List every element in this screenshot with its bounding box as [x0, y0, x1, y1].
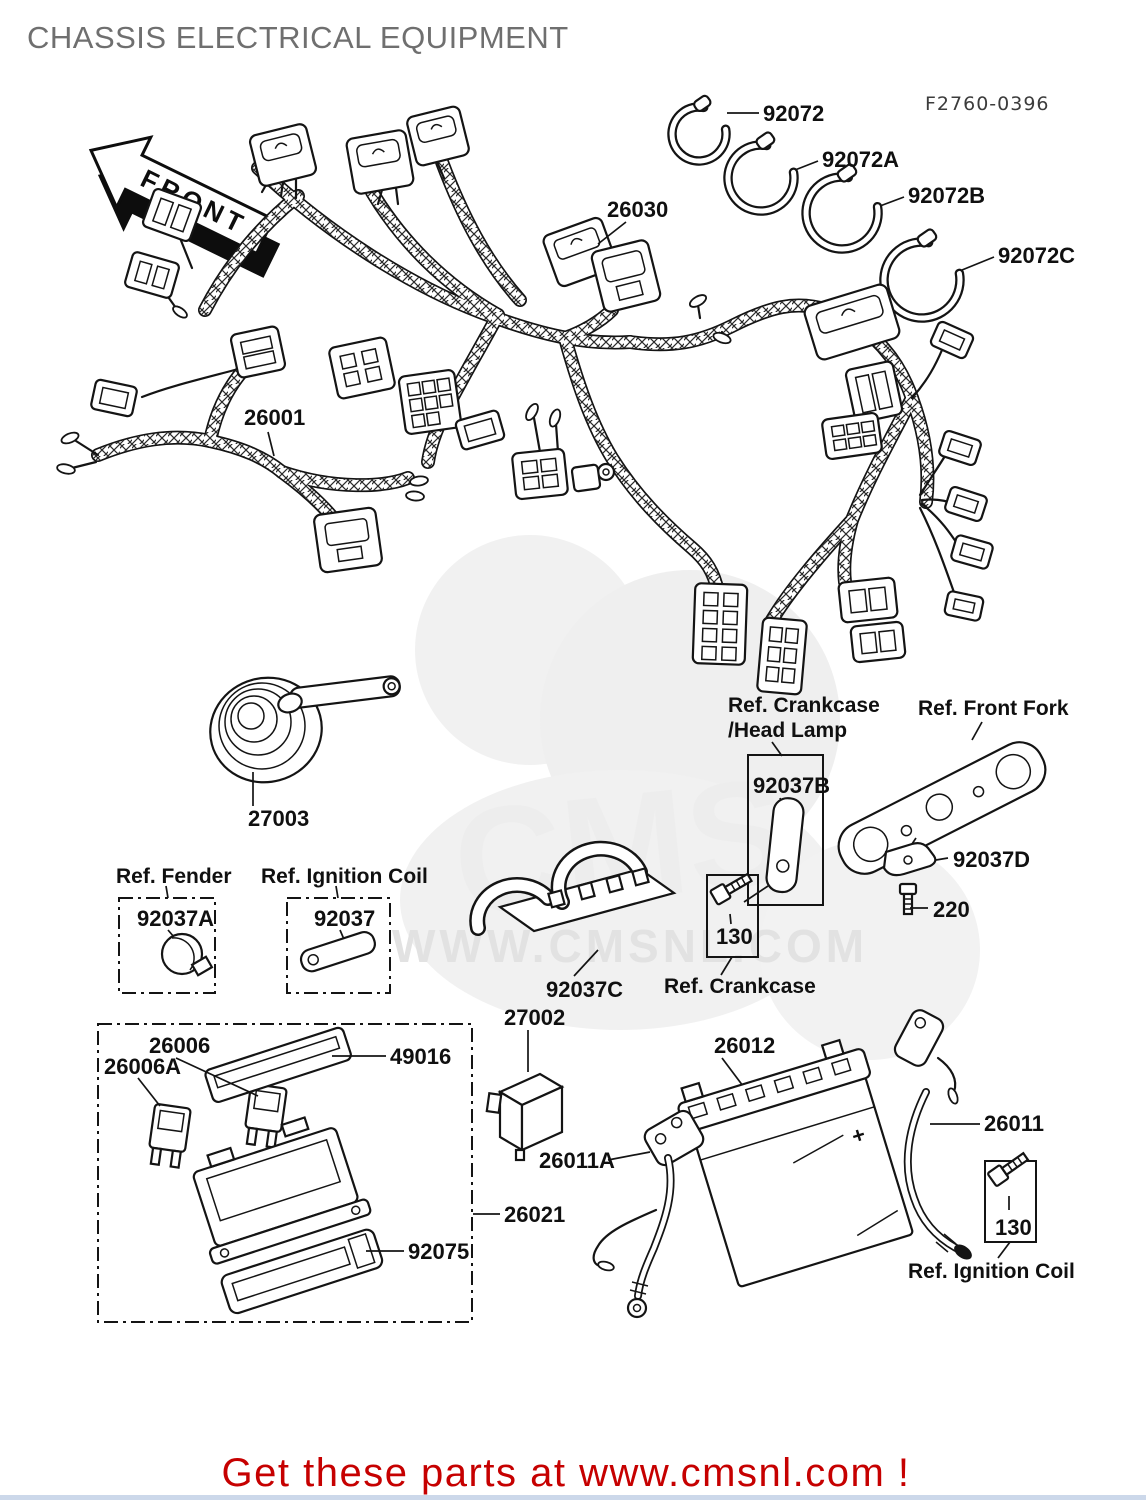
label-ref-crankcase-headlamp-1: Ref. Crankcase: [728, 694, 880, 717]
band-clamp-92072a: [723, 131, 799, 216]
junction-box-group: [97, 1023, 500, 1323]
label-130-crankcase: 130: [716, 924, 753, 949]
bottom-strip: [0, 1495, 1146, 1500]
sub-harness-26001-illustration: [56, 367, 429, 530]
label-92037a: 92037A: [137, 906, 214, 931]
crankcase-headlamp-strap-group: [743, 741, 824, 906]
cmsnl-watermark: CMS WWW.CMSNL.COM: [392, 535, 980, 1060]
damper-92037c-illustration: [469, 840, 677, 936]
label-130-ignition: 130: [995, 1215, 1032, 1240]
bolt-130-ignition-group: [984, 1151, 1037, 1259]
cover-49016-illustration: [204, 1026, 352, 1104]
label-26012: 26012: [714, 1033, 775, 1058]
label-ref-crankcase: Ref. Crankcase: [664, 975, 816, 998]
label-ref-ignition-coil-bottom: Ref. Ignition Coil: [908, 1260, 1075, 1283]
relay-27002-illustration: [485, 1030, 565, 1162]
label-26006: 26006: [149, 1033, 210, 1058]
label-27002: 27002: [504, 1005, 565, 1030]
battery-26012-illustration: +: [677, 1038, 914, 1288]
page-title: CHASSIS ELECTRICAL EQUIPMENT: [27, 20, 569, 55]
label-220: 220: [933, 897, 970, 922]
label-26011a: 26011A: [539, 1148, 615, 1173]
fuse-26006a-illustration: [148, 1103, 192, 1169]
ground-lead-26011-illustration: [893, 1009, 980, 1260]
horn-27003-illustration: [209, 675, 401, 784]
label-leader-lines: [252, 112, 995, 977]
cover-92075-illustration: [220, 1228, 384, 1315]
band-clamp-92072b: [801, 163, 883, 254]
fuse-26006-illustration: [244, 1083, 288, 1149]
band-clamp-92072c: [879, 228, 965, 323]
bracket-92037d-illustration: [882, 842, 937, 877]
bolt-130-crankcase-group: [706, 872, 759, 976]
label-92037d: 92037D: [953, 847, 1030, 872]
harness-connectors: [90, 105, 994, 696]
junction-box-illustration: [192, 1116, 372, 1265]
label-26011: 26011: [984, 1111, 1044, 1136]
label-ref-crankcase-headlamp-2: /Head Lamp: [728, 719, 847, 742]
label-ref-front-fork: Ref. Front Fork: [918, 697, 1069, 720]
label-92072: 92072: [763, 101, 824, 126]
figure-code: F2760-0396: [925, 93, 1050, 115]
label-27003: 27003: [248, 806, 309, 831]
bolt-220-illustration: [898, 882, 918, 916]
label-26030: 26030: [607, 197, 668, 222]
part-labels: 92072 92072A 92072B 92072C 26030 26001 2…: [104, 101, 1075, 1283]
band-clamp-92072: [667, 94, 731, 166]
label-92072c: 92072C: [998, 243, 1075, 268]
label-92037b: 92037B: [753, 773, 830, 798]
label-92037: 92037: [314, 906, 375, 931]
label-92072b: 92072B: [908, 183, 985, 208]
battery-cable-26011a-illustration: [592, 1109, 705, 1319]
label-ref-ignition-coil-top: Ref. Ignition Coil: [261, 865, 428, 888]
label-92072a: 92072A: [822, 147, 899, 172]
fender-clamp-group: [118, 885, 216, 994]
label-92037c: 92037C: [546, 977, 623, 1002]
footer-link[interactable]: Get these parts at www.cmsnl.com !: [222, 1451, 911, 1495]
label-26001: 26001: [244, 405, 305, 430]
label-92075: 92075: [408, 1239, 469, 1264]
label-26021: 26021: [504, 1202, 565, 1227]
watermark-url: WWW.CMSNL.COM: [392, 920, 868, 972]
label-49016: 49016: [390, 1044, 451, 1069]
label-ref-fender: Ref. Fender: [116, 865, 232, 888]
label-26006a: 26006A: [104, 1054, 181, 1079]
harness-branch-wires: [164, 162, 962, 600]
ignition-coil-strap-group: [286, 885, 391, 994]
front-fork-bracket-group: [837, 721, 1047, 916]
